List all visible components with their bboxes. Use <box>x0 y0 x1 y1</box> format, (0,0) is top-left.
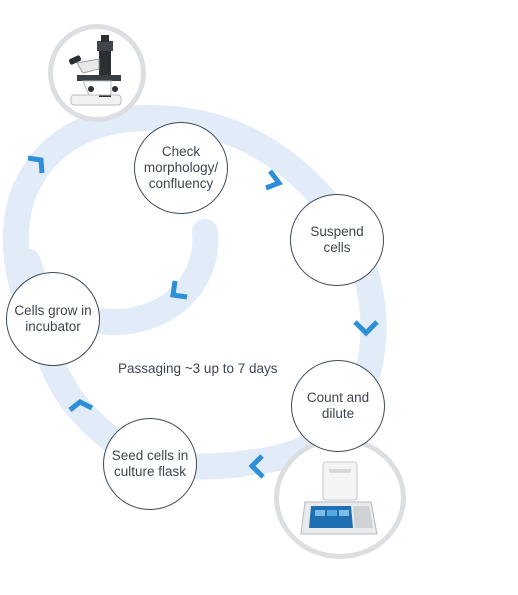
step-suspend-cells: Suspend cells <box>290 194 384 286</box>
microscope-icon <box>68 35 122 106</box>
arrow-chevron-2 <box>353 320 379 337</box>
step-seed-cells: Seed cells in culture flask <box>103 418 197 510</box>
arrow-chevron-1 <box>265 169 283 191</box>
arrow-chevron-5 <box>27 155 45 174</box>
cell-counter-ring <box>274 437 406 559</box>
cycle-duration-label: Passaging ~3 up to 7 days <box>118 361 278 376</box>
microscope-ring <box>48 24 146 122</box>
step-count-and-dilute: Count and dilute <box>291 360 385 452</box>
step-cells-grow: Cells grow in incubator <box>6 272 100 366</box>
arrow-chevron-6 <box>170 280 188 300</box>
step-check-morphology: Check morphology/ confluency <box>134 122 228 214</box>
cell-counter-icon <box>300 461 378 535</box>
arrow-chevron-4 <box>68 399 94 412</box>
arrow-chevron-3 <box>248 454 265 479</box>
